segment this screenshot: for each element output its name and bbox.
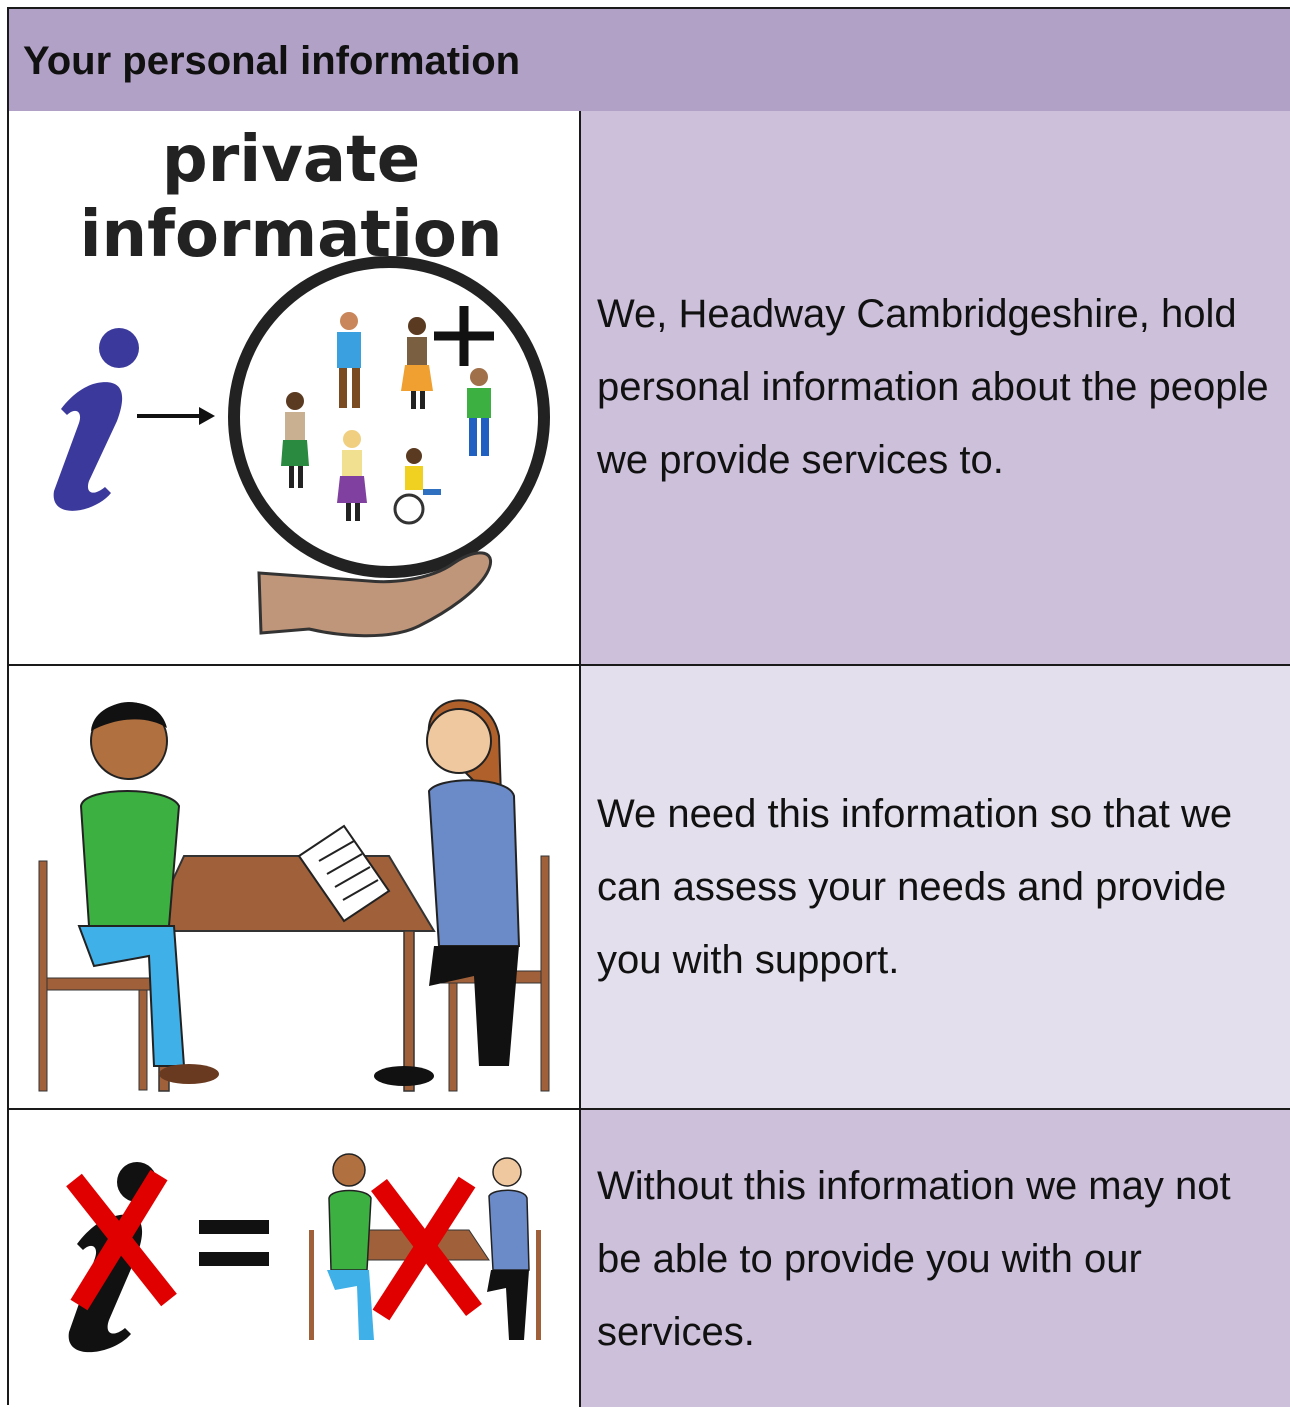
hand-icon: [257, 551, 493, 638]
page-title: Your personal information: [23, 39, 521, 83]
man-person-icon: [77, 702, 219, 1084]
info-icon: [53, 328, 139, 511]
picture-caption-private: private: [162, 123, 420, 197]
clipboard-icon: [297, 824, 391, 923]
no-information-no-service-picture: [9, 1110, 581, 1407]
cross-icon: [66, 1169, 177, 1311]
info-table: Your personal information private inform…: [7, 7, 1290, 1407]
text-cell: We need this information so that we can …: [581, 666, 1290, 1108]
people-circle-icon: [228, 256, 550, 578]
paragraph-hold-information: We, Headway Cambridgeshire, hold persona…: [597, 292, 1269, 482]
table-header: Your personal information: [9, 9, 1290, 113]
table-row: private information: [9, 111, 1290, 666]
assessment-meeting-picture: [9, 666, 581, 1108]
nurse-person-icon: [374, 699, 521, 1086]
private-information-picture: private information: [9, 111, 581, 664]
table-row: Without this information we may not be a…: [9, 1110, 1290, 1407]
picture-caption-information: information: [80, 198, 503, 272]
paragraph-without-information: Without this information we may not be a…: [597, 1164, 1231, 1354]
cross-icon: [371, 1176, 482, 1321]
text-cell: We, Headway Cambridgeshire, hold persona…: [581, 111, 1290, 664]
equals-icon: [199, 1220, 269, 1266]
paragraph-need-information: We need this information so that we can …: [597, 791, 1233, 982]
table-row: We need this information so that we can …: [9, 666, 1290, 1110]
arrow-right-icon: [137, 407, 215, 425]
table-furniture-icon: [147, 855, 436, 1092]
meeting-small-icon: [309, 1153, 541, 1340]
text-cell: Without this information we may not be a…: [581, 1110, 1290, 1407]
